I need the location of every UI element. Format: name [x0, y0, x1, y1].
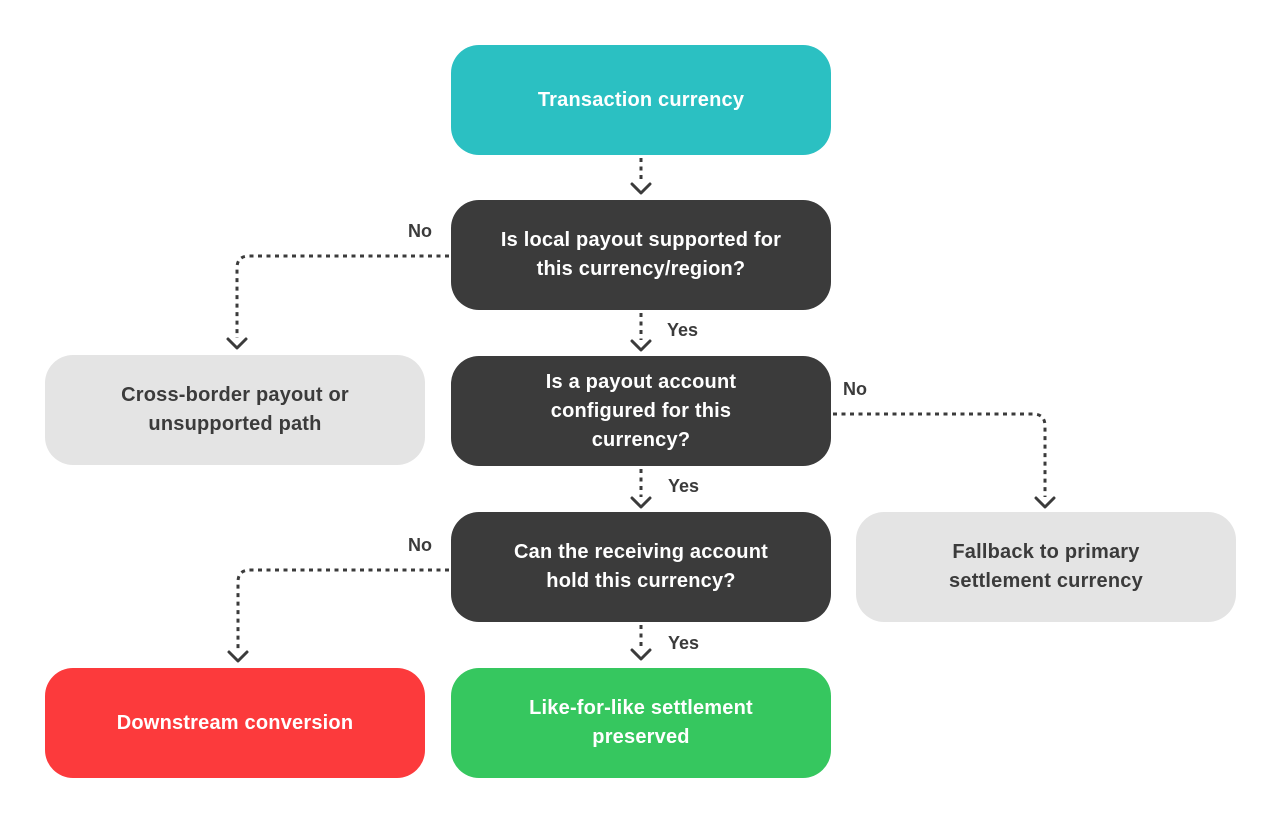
edge-label-no-receiving-account: No: [408, 535, 432, 555]
edge-yes-receiving-arrowhead-icon: [630, 648, 652, 661]
node-downstream-conversion-label: Downstream conversion: [116, 711, 354, 734]
node-question-local-payout-line2: this currency/region?: [536, 258, 746, 280]
node-question-payout-account: Is a payout account configured for this …: [451, 356, 831, 466]
edge-no-local-arrowhead-icon: [226, 337, 248, 350]
edge-yes-local-arrowhead-icon: [630, 339, 652, 352]
node-transaction-currency-label: Transaction currency: [537, 88, 745, 111]
node-cross-border-payout-line2: unsupported path: [148, 413, 322, 435]
edge-label-no-local-payout: No: [408, 221, 432, 241]
edge-no-local-line: [235, 254, 449, 338]
edge-no-account-arrowhead-icon: [1034, 496, 1056, 509]
node-question-receiving-account-line1: Can the receiving account: [514, 541, 768, 563]
node-like-for-like-settlement-line2: preserved: [592, 726, 690, 748]
edge-yes-account-arrowhead-icon: [630, 496, 652, 509]
node-question-local-payout: Is local payout supported for this curre…: [451, 200, 831, 310]
node-question-receiving-account: Can the receiving account hold this curr…: [451, 512, 831, 622]
node-like-for-like-settlement: Like-for-like settlement preserved: [451, 668, 831, 778]
node-question-payout-account-line1: Is a payout account: [545, 370, 737, 393]
node-downstream-conversion: Downstream conversion: [45, 668, 425, 778]
edge-label-yes-payout-account: Yes: [668, 476, 700, 496]
edge-no-account-line: [833, 412, 1047, 497]
node-question-receiving-account-line2: hold this currency?: [546, 570, 736, 592]
node-fallback-primary-settlement-line2: settlement currency: [949, 570, 1143, 592]
edge-label-yes-receiving-account: Yes: [668, 633, 700, 653]
node-question-payout-account-line2: configured for this: [550, 399, 732, 422]
edge-no-receiving-line: [236, 568, 449, 651]
node-question-payout-account-line3: currency?: [591, 428, 691, 451]
node-question-local-payout-line1: Is local payout supported for: [500, 229, 782, 251]
edge-no-receiving-arrowhead-icon: [227, 650, 249, 663]
edge-start-to-local-arrowhead-icon: [630, 182, 652, 195]
node-cross-border-payout: Cross-border payout or unsupported path: [45, 355, 425, 465]
node-fallback-primary-settlement: Fallback to primary settlement currency: [856, 512, 1236, 622]
node-like-for-like-settlement-line1: Like-for-like settlement: [529, 697, 753, 719]
edge-label-no-payout-account: No: [843, 379, 867, 399]
edge-label-yes-local-payout: Yes: [667, 320, 699, 340]
node-fallback-primary-settlement-line1: Fallback to primary: [952, 541, 1140, 563]
node-cross-border-payout-line1: Cross-border payout or: [121, 384, 349, 406]
node-transaction-currency: Transaction currency: [451, 45, 831, 155]
